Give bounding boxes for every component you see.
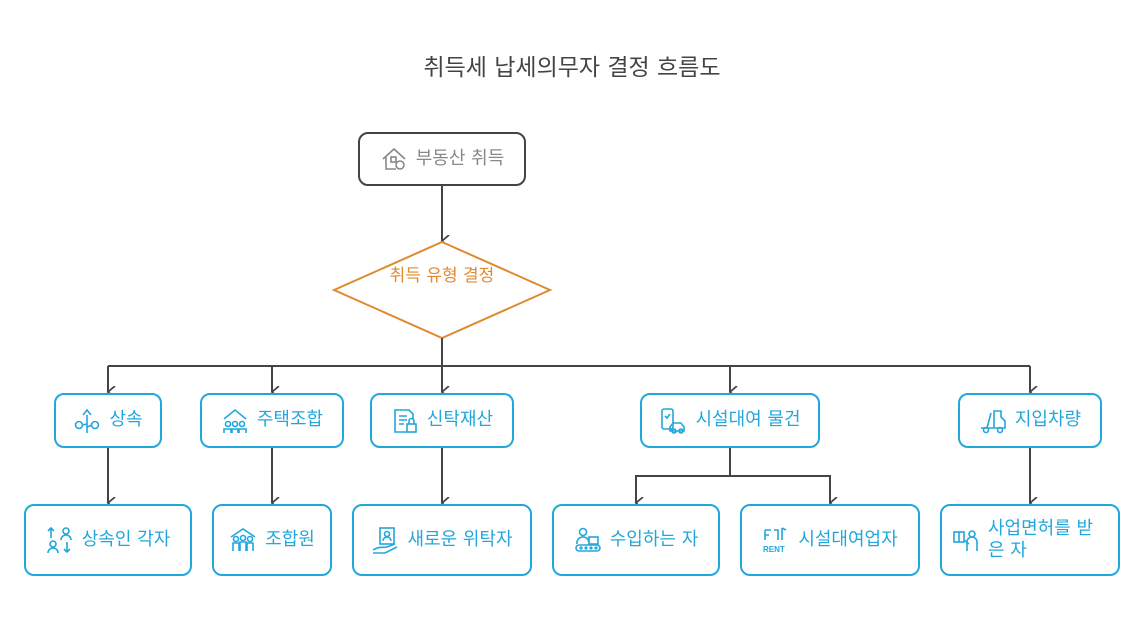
rent-sign-icon: RENT — [763, 527, 787, 554]
edge-to-outcome — [636, 448, 731, 503]
node-outcome: 사업면허를 받은 자 — [940, 504, 1120, 576]
node-root: 부동산 취득 — [358, 132, 526, 186]
worker-conveyor-icon — [574, 527, 601, 552]
node-outcome: 조합원 — [212, 504, 332, 576]
node-outcome: 상속인 각자 — [24, 504, 192, 576]
diagram-title: 취득세 납세의무자 결정 흐름도 — [423, 55, 721, 81]
edge-to-outcome — [730, 475, 830, 503]
members-house-icon — [230, 528, 256, 551]
decision-label: 취득 유형 결정 — [389, 266, 495, 286]
phone-car-icon — [661, 407, 686, 434]
node-label: 조합원 — [265, 528, 315, 550]
node-category: 주택조합 — [200, 393, 344, 448]
node-category: 시설대여 물건 — [640, 393, 820, 448]
truck-icon — [980, 409, 1006, 433]
document-lock-icon — [394, 408, 417, 433]
family-tree-icon — [75, 408, 100, 433]
house-group-icon — [223, 408, 247, 433]
hand-card-icon — [373, 527, 398, 554]
house-tag-icon — [382, 147, 406, 170]
people-exchange-icon — [46, 526, 72, 554]
node-outcome: 수입하는 자 — [552, 504, 720, 576]
node-label: 시설대여업자 — [798, 528, 898, 550]
node-category: 신탁재산 — [370, 393, 514, 448]
license-person-icon — [953, 530, 978, 551]
node-category: 상속 — [54, 393, 162, 448]
node-label: 시설대여 물건 — [695, 409, 801, 431]
node-label: 상속인 각자 — [81, 528, 171, 550]
node-label: 상속 — [109, 409, 143, 431]
node-label: 지입차량 — [1014, 409, 1082, 431]
node-label: 수입하는 자 — [609, 528, 699, 550]
node-label: 주택조합 — [256, 409, 324, 431]
node-category: 지입차량 — [958, 393, 1102, 448]
node-label: 부동산 취득 — [415, 147, 505, 169]
node-outcome: RENT 시설대여업자 — [740, 504, 920, 576]
svg-text:RENT: RENT — [763, 545, 785, 554]
node-outcome: 새로운 위탁자 — [352, 504, 532, 576]
decision-diamond — [331, 240, 553, 340]
node-label: 사업면허를 받은 자 — [988, 517, 1094, 562]
node-label: 신탁재산 — [426, 409, 494, 431]
node-label: 새로운 위탁자 — [407, 528, 513, 550]
